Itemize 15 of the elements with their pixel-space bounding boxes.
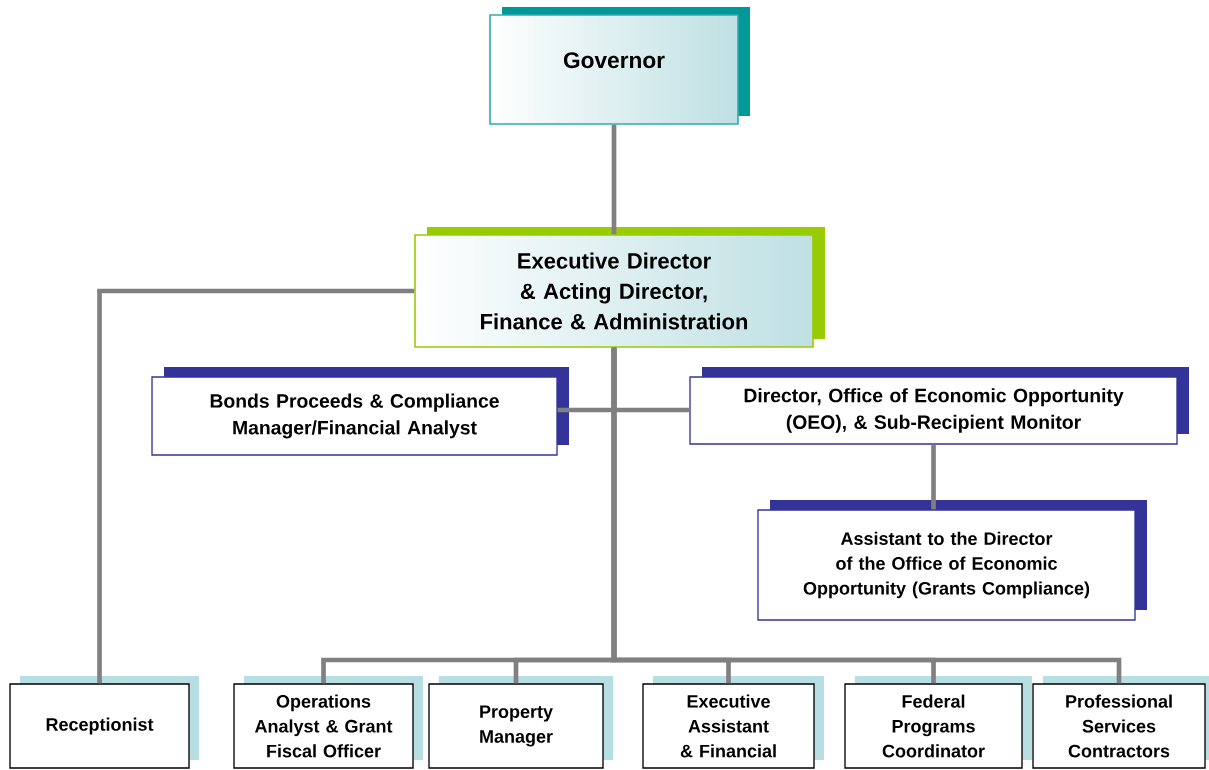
connector-line bbox=[611, 347, 1122, 684]
connector-line bbox=[611, 124, 617, 235]
org-box: Assistant to the Director of the Office of Economic Opportunity (Grants Compliance) bbox=[757, 500, 1147, 621]
org-box: Professional Services Contractors bbox=[1032, 676, 1209, 769]
org-box: Federal Programs Coordinator bbox=[844, 676, 1032, 769]
org-box: Executive Director & Acting Director, Finance & Administration bbox=[414, 227, 825, 348]
org-box: Property Manager bbox=[428, 676, 613, 769]
org-box: Governor bbox=[489, 7, 750, 125]
connector-line bbox=[931, 444, 936, 510]
org-box: Executive Assistant & Financial bbox=[642, 676, 824, 769]
org-box: Director, Office of Economic Opportunity (OEO), & Sub-Recipient Monitor bbox=[689, 367, 1189, 445]
org-box: Receptionist bbox=[9, 676, 199, 769]
connector-line bbox=[97, 288, 415, 684]
org-box: Bonds Proceeds & Compliance Manager/Financial Analyst bbox=[151, 367, 569, 456]
org-box: Operations Analyst & Grant Fiscal Officer bbox=[233, 676, 423, 769]
